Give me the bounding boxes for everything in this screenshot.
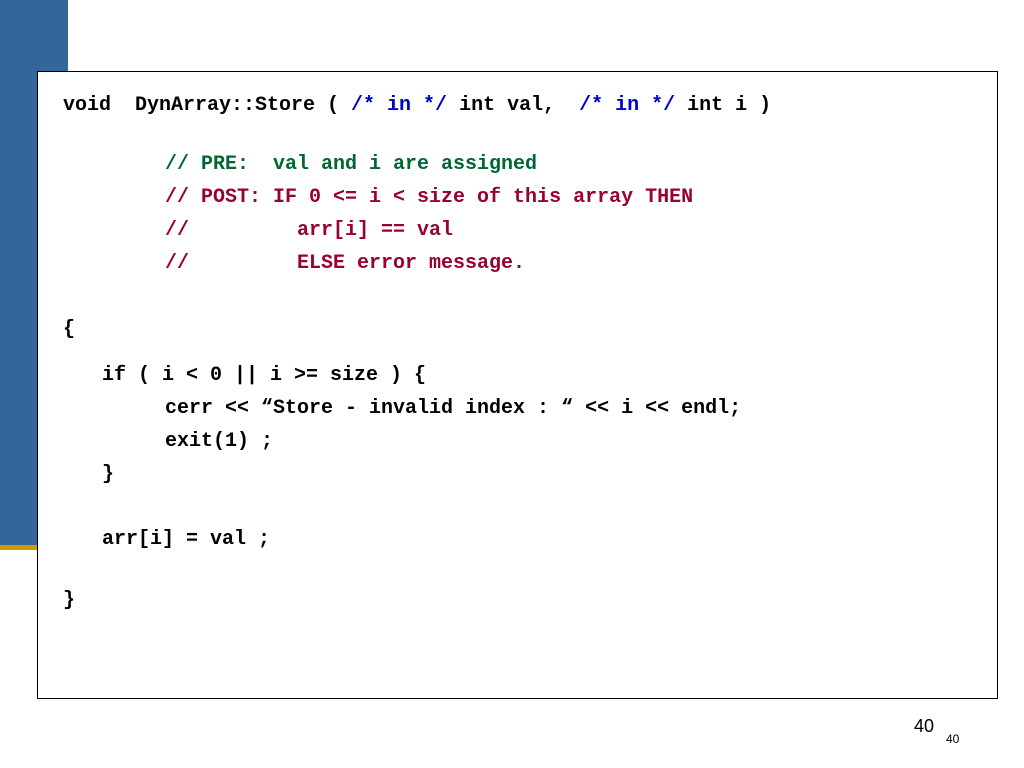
param-comment-in-2: /* in */ (579, 94, 676, 117)
signature-mid: int val, (447, 94, 580, 117)
param-comment-in-1: /* in */ (351, 94, 448, 117)
pre-condition-comment: // PRE: val and i are assigned (165, 153, 538, 176)
post-condition-comment-3: // ELSE error message. (165, 252, 526, 275)
slide-number-small: 40 (946, 732, 960, 746)
function-open-brace: { (63, 318, 76, 341)
assignment-statement: arr[i] = val ; (102, 528, 271, 551)
signature-prefix: void DynArray::Store ( (63, 94, 352, 117)
post-condition-comment-1: // POST: IF 0 <= i < size of this array … (165, 186, 694, 209)
signature-suffix: int i ) (675, 94, 772, 117)
if-close-brace: } (102, 463, 115, 486)
cerr-statement: cerr << “Store - invalid index : “ << i … (165, 397, 742, 420)
post-condition-comment-2: // arr[i] == val (165, 219, 454, 242)
function-signature: void DynArray::Store ( /* in */ int val,… (63, 94, 771, 118)
gold-accent-stripe (0, 545, 40, 550)
code-listing-box: void DynArray::Store ( /* in */ int val,… (37, 71, 998, 699)
if-statement: if ( i < 0 || i >= size ) { (102, 364, 427, 387)
function-close-brace: } (63, 589, 76, 612)
slide-number: 40 (914, 716, 935, 736)
exit-statement: exit(1) ; (165, 430, 274, 453)
